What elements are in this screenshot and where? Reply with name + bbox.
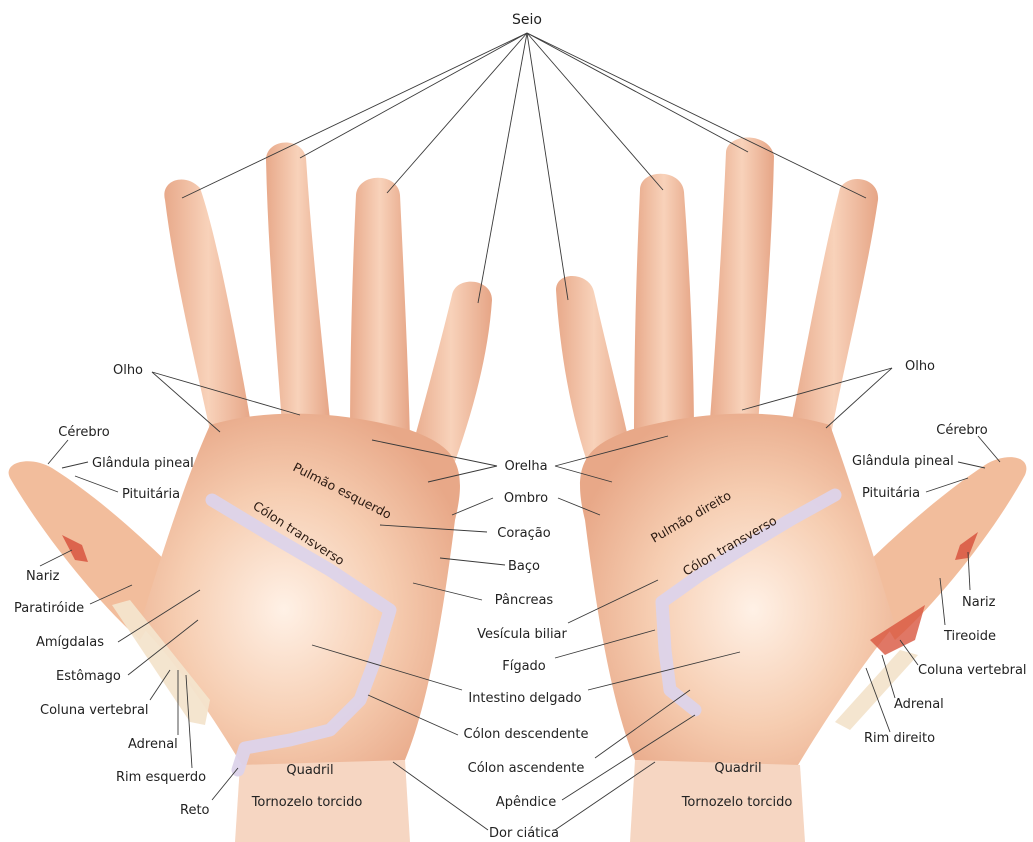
label-right-glandula-pineal: Glândula pineal — [852, 454, 954, 469]
labels: Seio Olho Cérebro Glândula pineal Pituit… — [14, 12, 1027, 841]
label-left-coluna-vertebral: Coluna vertebral — [40, 703, 149, 718]
label-right-tireoide: Tireoide — [943, 629, 996, 644]
label-right-coluna-vertebral: Coluna vertebral — [918, 663, 1027, 678]
right-little-finger — [790, 179, 878, 440]
label-left-tornozelo-torcido: Tornozelo torcido — [251, 795, 363, 810]
left-hand — [9, 142, 492, 842]
label-right-adrenal: Adrenal — [894, 697, 944, 712]
label-left-rim-esquerdo: Rim esquerdo — [116, 770, 206, 785]
label-left-adrenal: Adrenal — [128, 737, 178, 752]
label-left-amigdalas: Amígdalas — [36, 635, 104, 650]
label-left-nariz: Nariz — [26, 569, 60, 584]
label-left-quadril: Quadril — [286, 763, 333, 778]
label-dor-ciatica: Dor ciática — [489, 826, 559, 841]
label-baco: Baço — [508, 559, 540, 574]
label-left-cerebro: Cérebro — [58, 425, 109, 440]
label-pancreas: Pâncreas — [495, 593, 554, 608]
label-right-olho: Olho — [905, 359, 935, 374]
label-intestino-delgado: Intestino delgado — [468, 691, 581, 706]
label-left-pituitaria: Pituitária — [122, 487, 180, 502]
label-right-rim-direito: Rim direito — [864, 731, 935, 746]
label-coracao: Coração — [497, 526, 550, 541]
label-right-pituitaria: Pituitária — [862, 486, 920, 501]
label-left-paratiroide: Paratiróide — [14, 601, 84, 616]
label-apendice: Apêndice — [496, 795, 556, 810]
right-middle-finger — [634, 174, 694, 440]
label-right-cerebro: Cérebro — [936, 423, 987, 438]
label-right-tornozelo-torcido: Tornozelo torcido — [681, 795, 793, 810]
left-middle-finger — [350, 178, 410, 440]
label-colon-descendente: Cólon descendente — [464, 727, 589, 742]
left-ring-finger — [266, 142, 330, 425]
label-left-olho: Olho — [113, 363, 143, 378]
label-figado: Fígado — [502, 659, 546, 674]
left-little-finger — [164, 179, 252, 440]
label-left-estomago: Estômago — [56, 669, 121, 684]
label-colon-ascendente: Cólon ascendente — [468, 761, 585, 776]
right-hand — [556, 137, 1026, 842]
label-right-nariz: Nariz — [962, 595, 996, 610]
label-orelha: Orelha — [504, 459, 547, 474]
label-ombro: Ombro — [504, 491, 548, 506]
right-ring-finger — [710, 137, 774, 425]
label-vesicula-biliar: Vesícula biliar — [477, 627, 567, 642]
label-left-glandula-pineal: Glândula pineal — [92, 456, 194, 471]
label-right-quadril: Quadril — [714, 761, 761, 776]
label-seio: Seio — [512, 12, 542, 28]
label-left-reto: Reto — [180, 803, 210, 818]
